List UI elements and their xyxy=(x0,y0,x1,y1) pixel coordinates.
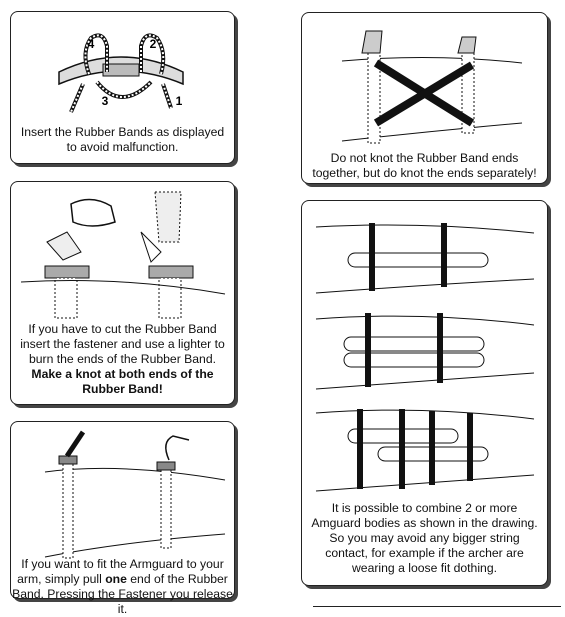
panel-knot: Do not knot the Rubber Band ends togethe… xyxy=(301,12,548,184)
knot-caption: Do not knot the Rubber Band ends togethe… xyxy=(312,151,537,180)
panel-fit: If you want to fit the Armguard to your … xyxy=(10,421,235,616)
panel-combine: It is possible to combine 2 or more Amgu… xyxy=(301,200,548,586)
panel-insert: 4 2 3 1 Insert the Rubber Bands as displ… xyxy=(10,11,235,164)
fit-caption: If you want to fit the Armguard to your … xyxy=(12,557,233,616)
divider-line xyxy=(313,606,561,607)
cut-caption: If you have to cut the Rubber Band inser… xyxy=(20,322,225,396)
band-number-4: 4 xyxy=(88,37,95,51)
illustration-insert: 4 2 3 1 xyxy=(58,33,184,113)
combine-caption: It is possible to combine 2 or more Amgu… xyxy=(311,501,538,575)
band-number-2: 2 xyxy=(150,37,157,51)
band-number-3: 3 xyxy=(102,94,109,108)
illustration-combine xyxy=(315,223,535,492)
illustration-knot xyxy=(341,30,523,144)
insert-caption: Insert the Rubber Bands as displayed to … xyxy=(20,125,225,154)
band-number-1: 1 xyxy=(176,94,183,108)
panel-cut: If you have to cut the Rubber Band inser… xyxy=(10,181,235,405)
illustration-cut xyxy=(20,191,226,319)
illustration-fit xyxy=(44,430,226,559)
